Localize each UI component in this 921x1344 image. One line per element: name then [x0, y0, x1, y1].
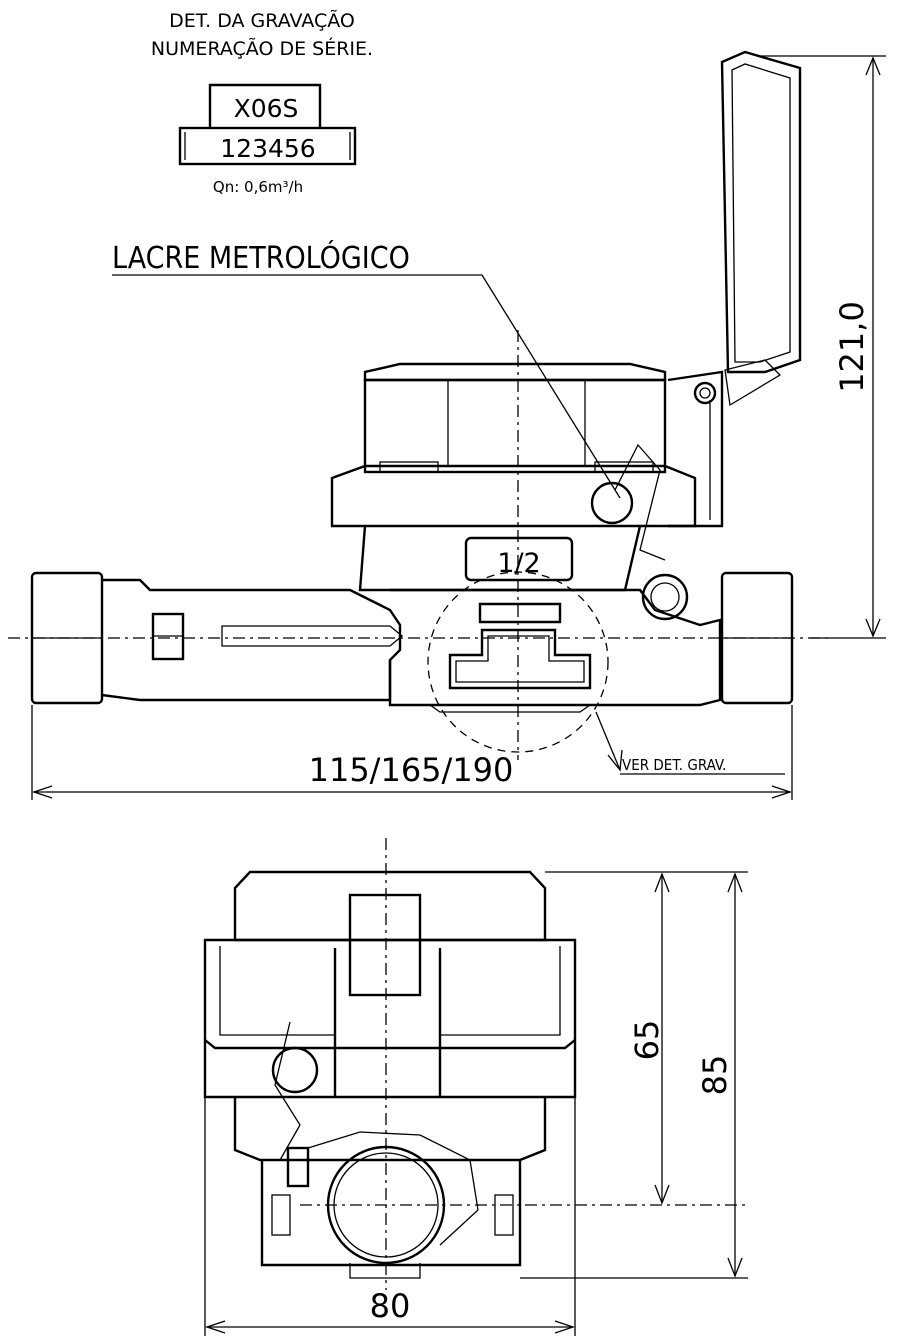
- seal-leader-line: [481, 274, 621, 499]
- see-detail-label: VER DET. GRAV.: [622, 756, 726, 774]
- dimension-85-label: 85: [696, 1055, 734, 1096]
- dimension-length: 115/165/190: [31, 705, 793, 800]
- seal-label: LACRE METROLÓGICO: [112, 239, 410, 276]
- dimension-length-label: 115/165/190: [309, 751, 514, 789]
- dimension-height-body: 65: [545, 871, 748, 1205]
- lid-hinge: [693, 381, 717, 405]
- check-valve-plug: [641, 573, 689, 621]
- serial-number-box: [178, 126, 357, 166]
- front-seal-ball: [271, 1046, 319, 1094]
- meter-body-left: [101, 578, 402, 702]
- meter-side-view: 1/2 VER DET. GRAV.: [8, 50, 832, 775]
- dimension-height-side: 85: [520, 872, 748, 1279]
- front-lid-tab: [348, 893, 422, 997]
- dimension-65-label: 65: [628, 1020, 666, 1061]
- serial-number: 123456: [220, 134, 315, 163]
- front-neck: [233, 1097, 547, 1162]
- detail-title-line2: NUMERAÇÃO DE SÉRIE.: [151, 37, 373, 60]
- front-register-body: [203, 938, 577, 1099]
- seal-callout: LACRE METROLÓGICO: [112, 239, 621, 499]
- engraving-detail: DET. DA GRAVAÇÃO NUMERAÇÃO DE SÉRIE. X06…: [151, 9, 373, 196]
- front-register-top: [233, 870, 547, 942]
- dimension-height-total: 121,0: [758, 55, 886, 639]
- dimension-121-label: 121,0: [833, 301, 871, 393]
- open-lid: [720, 50, 802, 374]
- seal-ball: [590, 481, 634, 525]
- register-top: [363, 362, 667, 382]
- size-marking-box: [464, 536, 574, 582]
- meter-body-main: [388, 588, 722, 707]
- register-base: [330, 464, 697, 528]
- detail-title-line1: DET. DA GRAVAÇÃO: [169, 9, 355, 32]
- dimension-80-label: 80: [370, 1287, 411, 1325]
- size-marking: 1/2: [497, 548, 540, 579]
- model-code-box: [208, 83, 322, 128]
- model-code: X06S: [234, 94, 299, 123]
- engraving-plate: [448, 628, 592, 690]
- meter-front-view: [203, 838, 748, 1290]
- dimension-width: 80: [204, 1097, 576, 1336]
- flow-rate: Qn: 0,6m³/h: [213, 178, 303, 196]
- front-body: [260, 1160, 522, 1267]
- register-body: [363, 378, 667, 474]
